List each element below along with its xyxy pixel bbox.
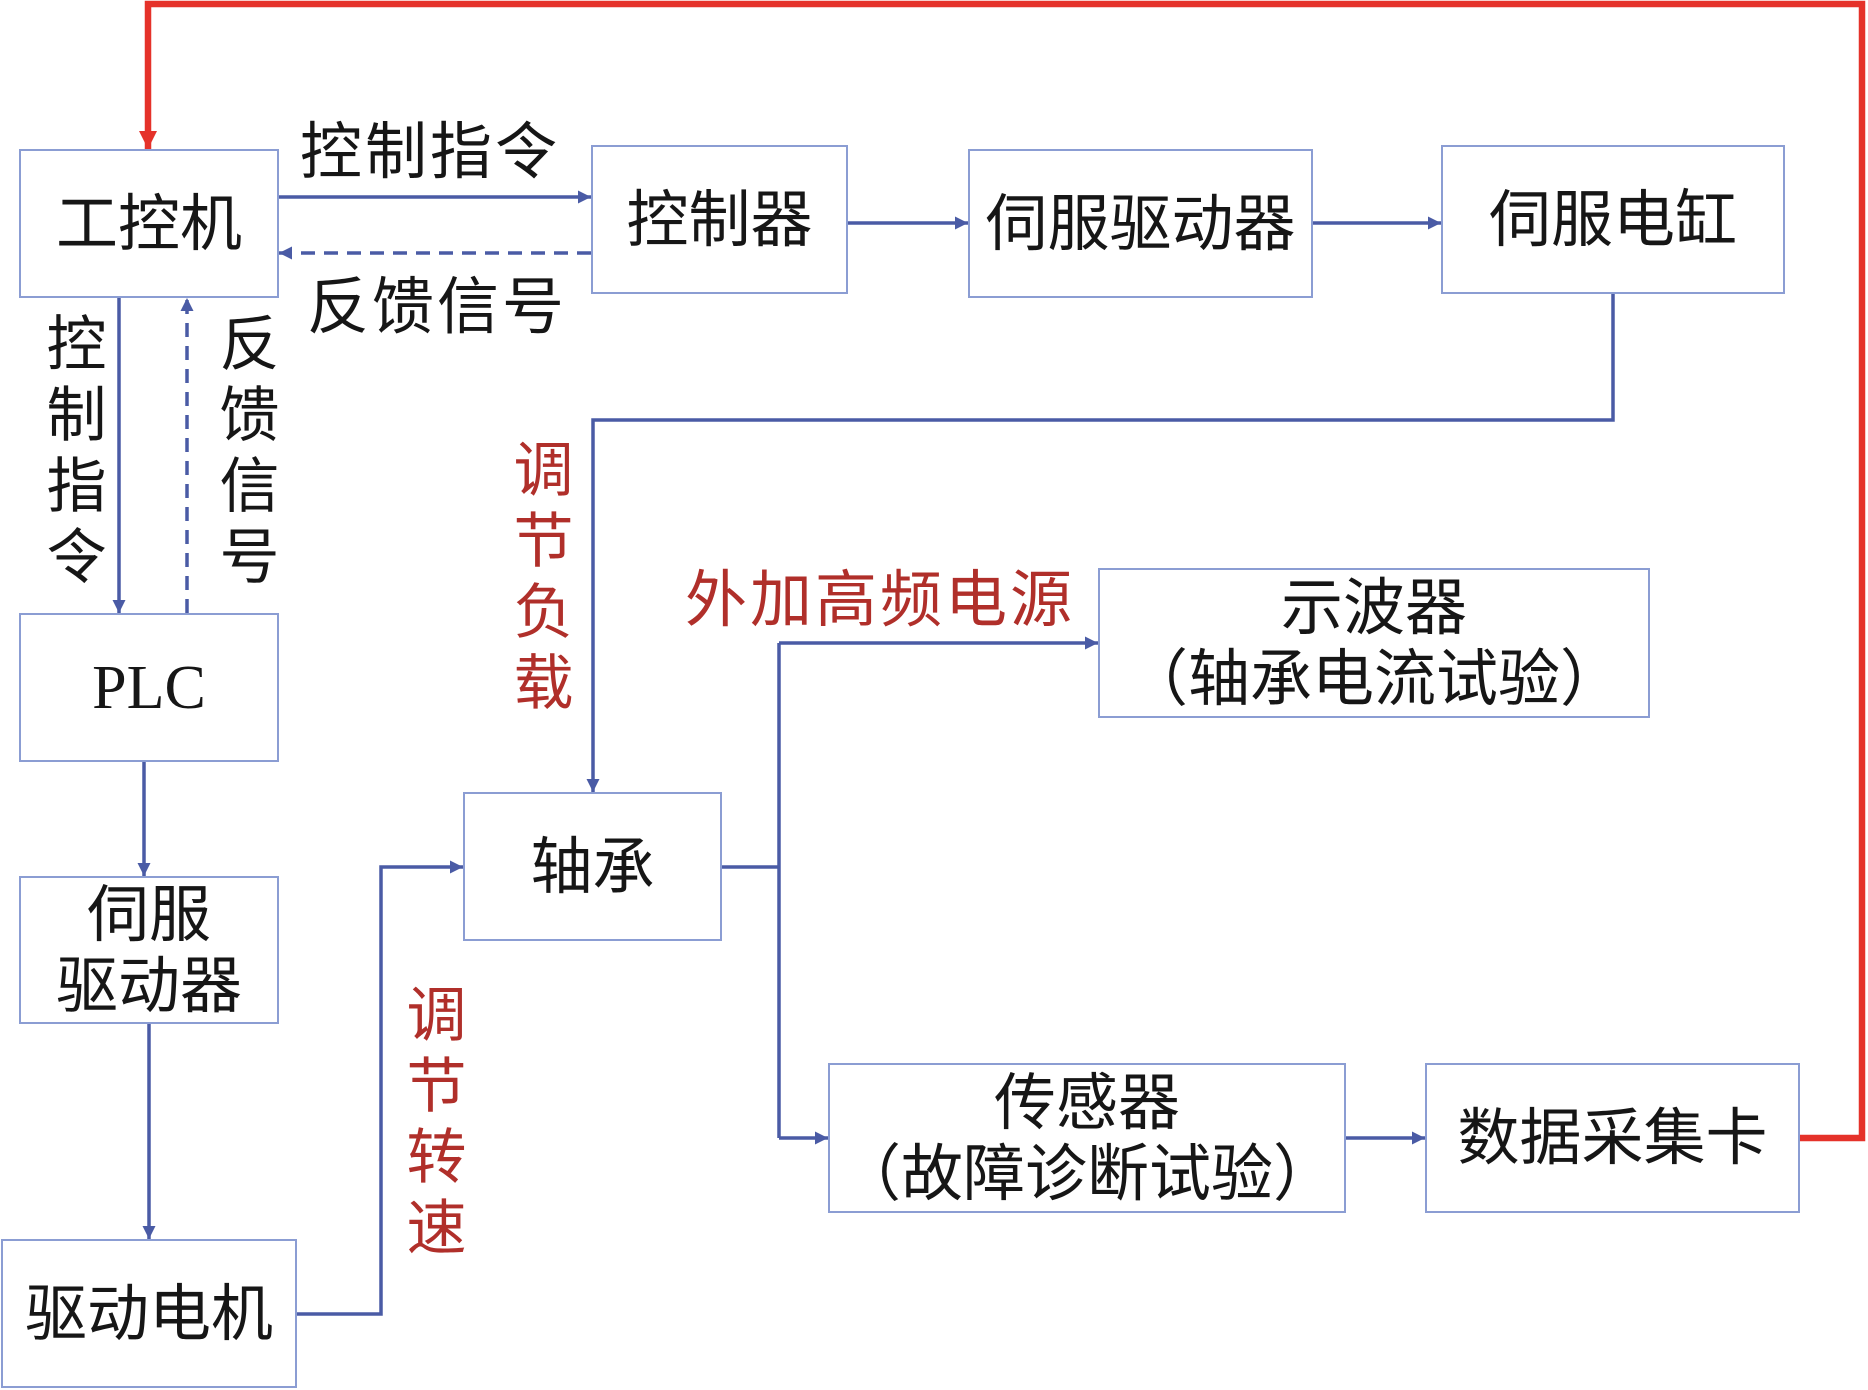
edge-label-feedback-signal: 反馈信号: [307, 270, 568, 343]
node-industrial-pc: 工控机: [19, 149, 279, 298]
edge-label-adjust-speed: 调节转速: [396, 983, 466, 1267]
node-plc: PLC: [19, 613, 279, 762]
node-label: PLC: [92, 653, 206, 722]
node-label-line-2: 驱动器: [55, 949, 242, 1022]
edge-label-feedback-signal-vertical: 反馈信号: [209, 312, 279, 596]
node-label: 工控机: [55, 186, 242, 260]
node-label: 轴承: [530, 829, 655, 903]
node-controller: 控制器: [591, 145, 848, 294]
node-label-line-2: （故障诊断试验）: [838, 1137, 1335, 1210]
edge-label-control-command-vertical: 控制指令: [36, 312, 106, 596]
edge-label-high-frequency-power: 外加高频电源: [685, 563, 1076, 636]
node-servo-cylinder: 伺服电缸: [1441, 145, 1785, 294]
node-oscilloscope: 示波器 （轴承电流试验）: [1098, 568, 1650, 718]
node-label: 数据采集卡: [1457, 1101, 1768, 1174]
node-label: 控制器: [626, 182, 813, 256]
edge-label-control-command: 控制指令: [300, 115, 561, 188]
node-label: 驱动电机: [24, 1276, 273, 1350]
edge-label-adjust-load: 调节负载: [503, 438, 573, 722]
node-daq-card: 数据采集卡: [1425, 1063, 1800, 1213]
node-label-line-1: 示波器: [1280, 570, 1467, 644]
node-servo-driver-top: 伺服驱动器: [968, 149, 1313, 298]
node-servo-driver-left: 伺服 驱动器: [19, 876, 279, 1024]
node-sensor: 传感器 （故障诊断试验）: [828, 1063, 1346, 1213]
node-label-line-1: 伺服: [86, 877, 211, 951]
node-drive-motor: 驱动电机: [1, 1239, 297, 1388]
node-label-line-1: 传感器: [993, 1065, 1180, 1139]
node-label-line-2: （轴承电流试验）: [1125, 642, 1622, 715]
node-label: 伺服电缸: [1488, 182, 1737, 256]
node-bearing: 轴承: [463, 792, 722, 941]
node-label: 伺服驱动器: [985, 186, 1296, 260]
